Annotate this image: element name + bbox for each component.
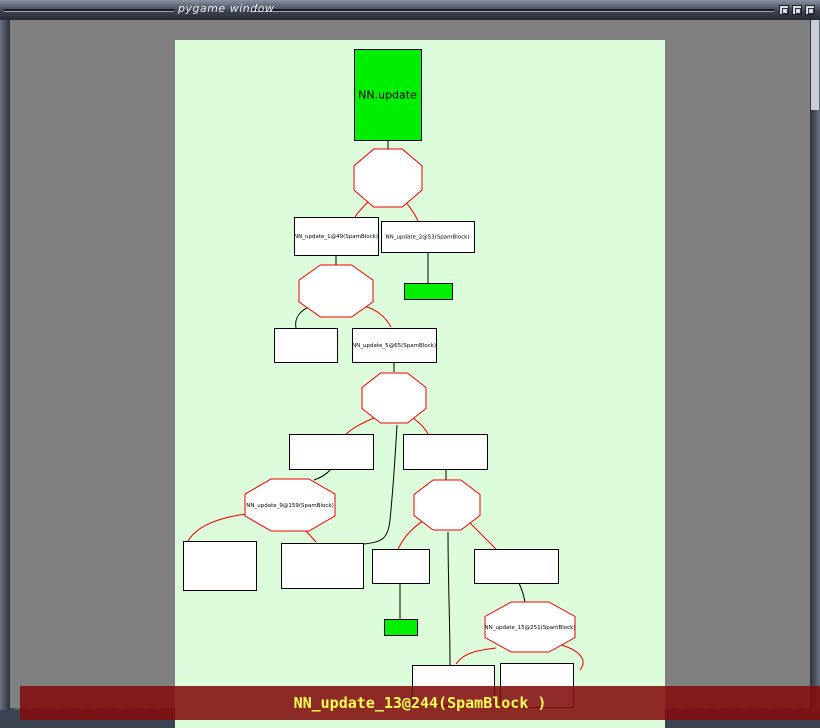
block-node-label[interactable]: NN_update_5@65(SpamBlock) xyxy=(352,343,436,349)
block-node[interactable] xyxy=(352,328,437,363)
block-node[interactable] xyxy=(294,217,379,256)
graph-edge[interactable] xyxy=(354,201,369,218)
graph-edge[interactable] xyxy=(313,468,332,481)
branch-node[interactable] xyxy=(244,478,336,532)
graph-edge[interactable] xyxy=(363,424,398,545)
block-node[interactable] xyxy=(183,541,257,591)
call-graph: NN_update_9@159(SpamBlock) NN_update_15@2… xyxy=(183,49,584,708)
block-node[interactable] xyxy=(274,328,338,363)
graph-edge[interactable] xyxy=(518,582,526,603)
branch-node[interactable] xyxy=(353,148,423,208)
graph-edge[interactable] xyxy=(557,643,584,671)
block-node[interactable] xyxy=(289,434,374,470)
graph-area: NN_update_9@159(SpamBlock) NN_update_15@2… xyxy=(175,40,665,728)
graph-edge[interactable] xyxy=(305,530,317,543)
close-icon[interactable] xyxy=(805,5,815,15)
block-node[interactable] xyxy=(372,549,430,584)
block-node[interactable] xyxy=(474,549,559,584)
branch-node[interactable] xyxy=(298,264,374,318)
minimize-icon[interactable] xyxy=(779,5,789,15)
status-label: NN_update_13@244(SpamBlock ) xyxy=(293,694,547,712)
maximize-icon[interactable] xyxy=(792,5,802,15)
graph-edge[interactable] xyxy=(447,531,451,667)
title-bar[interactable]: pygame window xyxy=(0,0,820,20)
graph-edge[interactable] xyxy=(411,416,429,435)
pygame-canvas: NN_update_9@159(SpamBlock) NN_update_15@2… xyxy=(10,20,820,728)
block-node-label[interactable]: NN_update_1@49(SpamBlock) xyxy=(294,234,378,240)
window-border-right xyxy=(810,20,820,710)
graph-edge[interactable] xyxy=(345,416,377,435)
block-node-label[interactable]: NN_update_2@53(SpamBlock) xyxy=(386,235,470,241)
status-bar: NN_update_13@244(SpamBlock ) xyxy=(20,686,820,720)
graph-edge[interactable] xyxy=(455,647,497,665)
branch-node[interactable] xyxy=(484,601,576,653)
leaf-node[interactable] xyxy=(384,619,418,636)
branch-node-label[interactable]: NN_update_15@251(SpamBlock) xyxy=(485,625,576,631)
block-node[interactable] xyxy=(403,434,488,470)
leaf-node[interactable] xyxy=(404,283,453,300)
window-title: pygame window xyxy=(178,2,275,15)
graph-edge[interactable] xyxy=(405,201,419,222)
branch-node-label[interactable]: NN_update_9@159(SpamBlock) xyxy=(246,503,333,509)
branch-node[interactable] xyxy=(361,372,427,424)
root-node-label[interactable]: NN.update xyxy=(358,89,417,102)
window-border-right-panel xyxy=(811,20,819,110)
block-node[interactable] xyxy=(381,221,475,253)
window-border-left xyxy=(0,20,10,710)
block-node[interactable] xyxy=(281,543,364,589)
root-node[interactable] xyxy=(354,49,422,141)
branch-node[interactable] xyxy=(413,479,481,531)
